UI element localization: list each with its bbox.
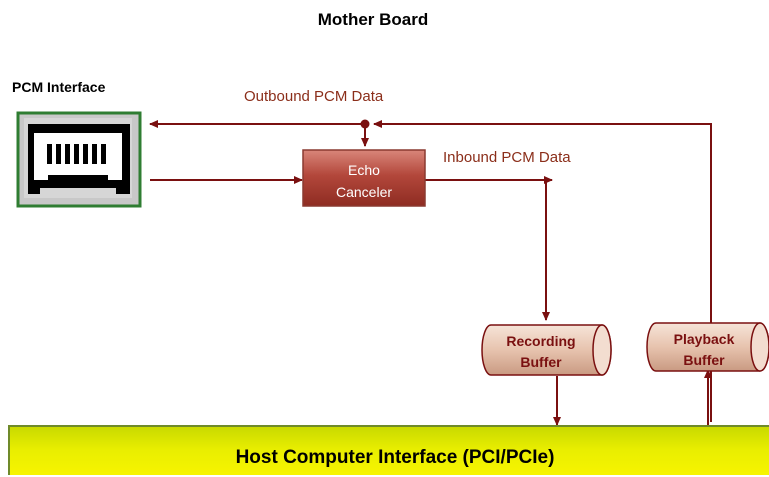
playback-buffer-line2: Buffer xyxy=(683,352,725,368)
diagram-title: Mother Board xyxy=(318,10,429,29)
echo-canceler-line1: Echo xyxy=(348,162,380,178)
outbound-pcm-label: Outbound PCM Data xyxy=(244,88,384,105)
recording-buffer: Recording Buffer xyxy=(481,324,612,376)
echo-canceler-box: Echo Canceler xyxy=(302,149,426,207)
pcm-interface-label: PCM Interface xyxy=(12,79,106,95)
host-interface-label: Host Computer Interface (PCI/PCIe) xyxy=(236,447,555,468)
host-interface-bus: Host Computer Interface (PCI/PCIe) xyxy=(8,425,769,475)
playback-buffer-line1: Playback xyxy=(674,331,735,347)
recording-buffer-line1: Recording xyxy=(506,333,575,349)
junction-node xyxy=(360,119,370,129)
recording-buffer-line2: Buffer xyxy=(520,354,562,370)
playback-buffer: Playback Buffer xyxy=(646,322,769,372)
pcm-port-icon xyxy=(16,111,142,208)
inbound-pcm-label: Inbound PCM Data xyxy=(443,149,571,166)
echo-canceler-line2: Canceler xyxy=(336,184,392,200)
